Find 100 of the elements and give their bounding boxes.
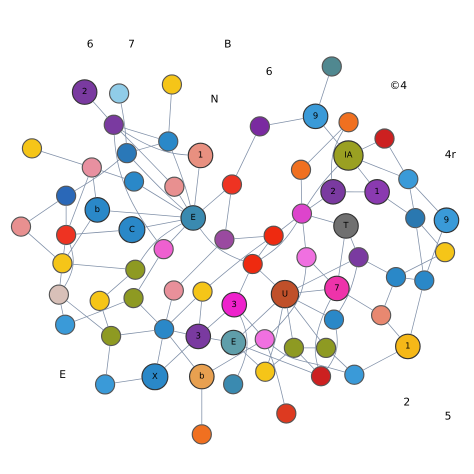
connector <box>362 351 398 370</box>
node-circle <box>223 374 244 394</box>
node-circle: 9 <box>434 206 460 233</box>
connector <box>66 204 67 226</box>
connector <box>144 219 182 228</box>
connector <box>210 240 266 286</box>
connector <box>331 129 344 180</box>
node-circle <box>94 374 116 394</box>
connector <box>28 200 59 221</box>
node-circle <box>154 238 174 259</box>
node-circle <box>324 309 344 330</box>
connector <box>272 344 346 372</box>
connector <box>92 100 108 118</box>
connector <box>302 222 306 248</box>
node-circle: 3 <box>221 291 248 317</box>
node-circle <box>82 156 102 178</box>
connector <box>350 236 356 248</box>
connector <box>178 194 187 207</box>
node-circle: C <box>118 216 146 243</box>
connector <box>69 176 89 226</box>
connector <box>194 167 200 206</box>
connector <box>238 315 248 376</box>
node-circle: 2 <box>320 178 346 204</box>
node-circle <box>56 185 76 206</box>
connector <box>67 220 91 256</box>
connector <box>199 300 202 324</box>
connector <box>272 266 306 332</box>
connector <box>421 224 440 245</box>
connector <box>306 164 338 206</box>
node-circle: 7 <box>324 275 350 301</box>
connector <box>387 198 408 212</box>
label: 4r <box>444 147 456 160</box>
connector <box>300 178 302 204</box>
node-circle: 2 <box>72 78 98 104</box>
connector <box>60 303 64 316</box>
node-circle <box>109 82 130 104</box>
connector <box>64 243 74 286</box>
node-circle <box>124 170 144 192</box>
label: E <box>59 367 66 380</box>
connector <box>269 118 304 125</box>
connector <box>66 300 104 330</box>
connector <box>319 74 330 104</box>
connector <box>258 242 268 256</box>
node-circle <box>338 112 359 132</box>
node-circle <box>386 266 406 287</box>
connector <box>414 185 438 212</box>
connector <box>338 237 345 276</box>
connector <box>347 294 374 310</box>
connector <box>296 260 350 288</box>
node-circle: 1 <box>395 333 421 359</box>
label: 2 <box>403 394 410 408</box>
node-circle <box>292 203 312 224</box>
connector <box>307 128 342 163</box>
node-circle <box>52 252 73 273</box>
node-circle <box>154 318 174 339</box>
connector <box>60 272 62 285</box>
node-circle: E <box>220 329 246 355</box>
node-circle: b <box>84 196 110 222</box>
connector <box>168 93 172 132</box>
connector <box>207 312 226 328</box>
node-circle <box>158 130 178 152</box>
label: 6 <box>266 64 273 78</box>
connector <box>286 306 293 338</box>
connector <box>272 353 287 366</box>
node-circle <box>255 361 276 382</box>
node-circle <box>405 207 426 228</box>
connector <box>75 230 120 234</box>
label: 7 <box>128 37 135 50</box>
node-circle <box>414 270 434 290</box>
node-circle <box>296 246 317 267</box>
connector <box>225 193 232 230</box>
node-circle <box>371 304 392 325</box>
connector <box>121 129 188 155</box>
connector <box>410 289 422 334</box>
connector <box>157 338 163 364</box>
label: ©4 <box>390 78 408 92</box>
node-circle <box>162 74 182 94</box>
node-circle <box>100 325 122 346</box>
connector <box>326 328 338 369</box>
node-circle: 3 <box>185 323 212 349</box>
node-circle <box>276 402 296 424</box>
node-circle <box>284 337 304 358</box>
connector <box>138 256 159 290</box>
label: B <box>224 37 232 50</box>
connector <box>387 322 400 337</box>
connector <box>106 275 128 294</box>
node-circle <box>192 424 212 444</box>
connector <box>310 215 334 222</box>
connector <box>236 134 256 176</box>
connector <box>114 134 158 242</box>
connector <box>292 304 321 340</box>
connector <box>244 346 312 373</box>
node-circle <box>22 138 42 158</box>
connector <box>404 256 437 272</box>
connector <box>362 160 400 176</box>
connector <box>260 221 298 259</box>
node-circle <box>90 290 110 310</box>
connector <box>242 302 276 334</box>
node-circle <box>398 168 418 189</box>
connector <box>210 338 222 340</box>
